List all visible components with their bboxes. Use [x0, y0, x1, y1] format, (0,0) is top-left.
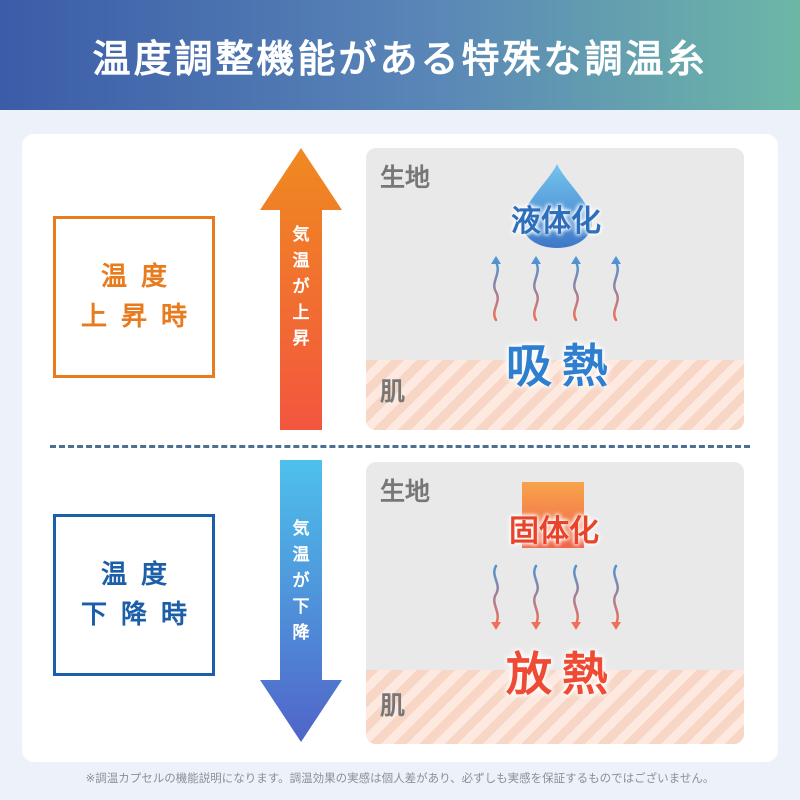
arrow-down-label: 気 温 が 下 降	[286, 516, 316, 646]
arrow-up-label: 気 温 が 上 昇	[286, 222, 316, 352]
arrow-down-icon	[260, 460, 342, 742]
arrow-char: 上	[292, 303, 310, 323]
arrow-char: 降	[292, 623, 310, 643]
label-line-1: 温度	[100, 560, 181, 590]
skin-layer	[366, 670, 744, 744]
state-text: 固体化	[509, 514, 599, 549]
temperature-fall-label: 温度 下降時	[53, 514, 215, 676]
label-line-2: 下降時	[80, 600, 201, 630]
heat-absorb-text: 吸熱	[506, 339, 618, 393]
skin-layer	[366, 360, 744, 430]
arrow-char: が	[292, 277, 310, 297]
heat-release-text: 放熱	[506, 647, 618, 701]
arrow-char: 温	[292, 545, 310, 565]
label-line-2: 上昇時	[80, 302, 201, 332]
arrow-up-icon	[260, 148, 342, 430]
skin-label: 肌	[380, 377, 406, 406]
rising-heat-waves-icon	[491, 256, 621, 322]
solid-block-icon	[522, 482, 584, 548]
label-line-1: 温度	[100, 262, 181, 292]
arrow-char: 昇	[292, 329, 310, 349]
temperature-rise-label: 温度 上昇時	[53, 216, 215, 378]
arrow-char: 気	[292, 519, 310, 539]
release-panel: 生地 肌 固体化 放熱	[366, 462, 744, 744]
header-banner: 温度調整機能がある特殊な調温糸	[0, 0, 800, 110]
arrow-char: 気	[292, 225, 310, 245]
falling-heat-waves-icon	[491, 564, 621, 630]
fabric-label: 生地	[380, 477, 431, 506]
skin-label: 肌	[380, 691, 406, 720]
fabric-label: 生地	[380, 163, 431, 192]
state-text: 液体化	[511, 204, 601, 239]
arrow-char: 下	[292, 597, 310, 617]
arrow-char: 温	[292, 251, 310, 271]
section-divider	[50, 445, 750, 448]
page-title: 温度調整機能がある特殊な調温糸	[92, 36, 708, 81]
absorb-panel: 生地 肌 液体化 吸熱	[366, 148, 744, 430]
footnote: ※調温カプセルの機能説明になります。調温効果の実感は個人差があり、必ずしも実感を…	[85, 771, 715, 785]
water-drop-icon	[522, 164, 592, 248]
arrow-char: が	[292, 571, 310, 591]
